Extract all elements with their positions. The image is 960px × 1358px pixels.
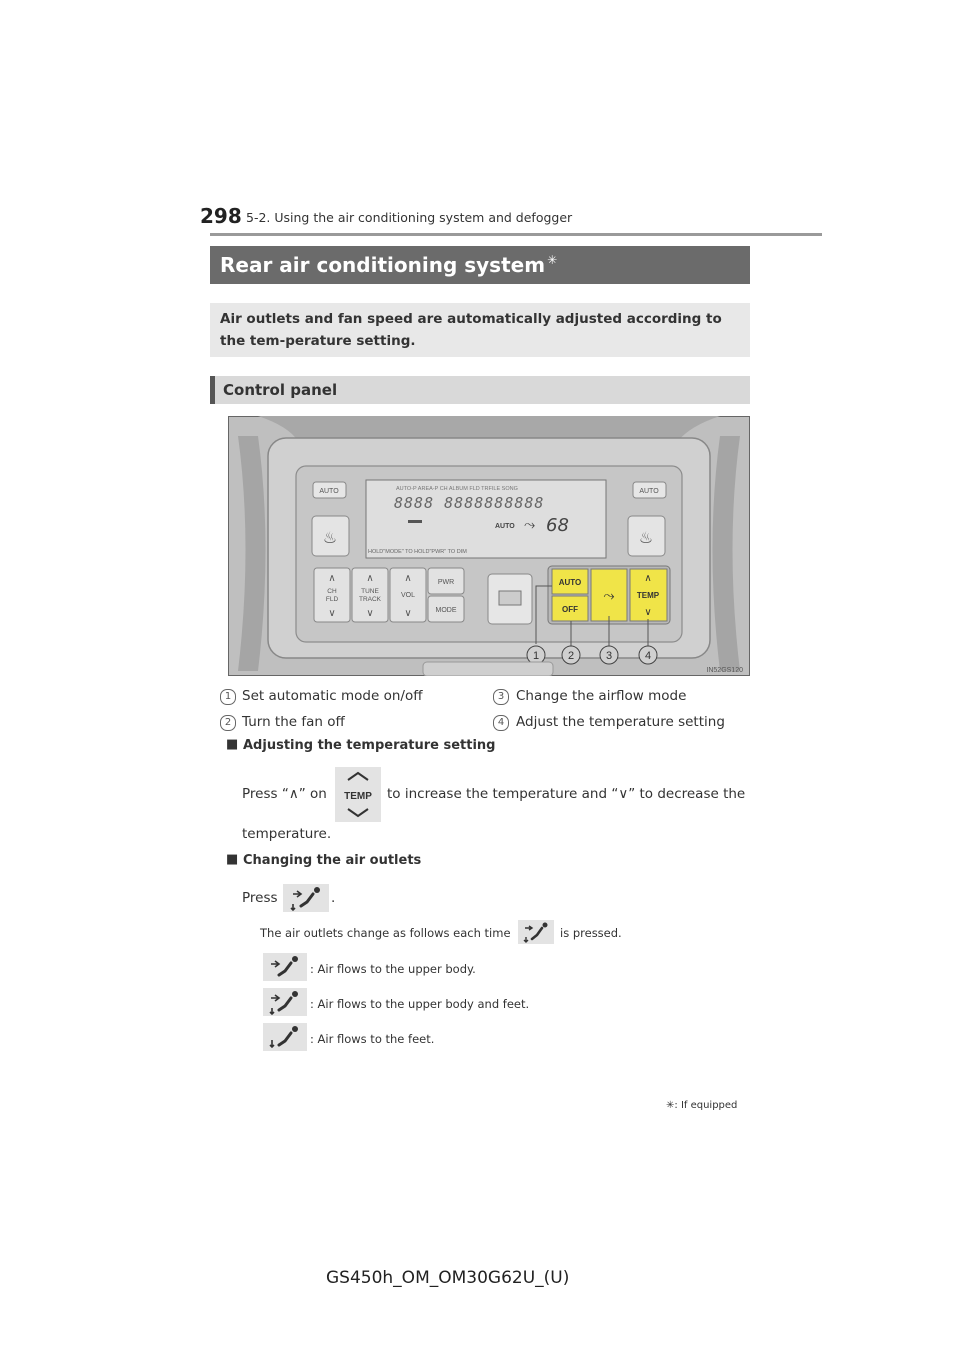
auto-button-label: AUTO xyxy=(559,578,582,587)
header-rule xyxy=(210,233,822,236)
image-code: IN52GS120 xyxy=(706,667,743,674)
right-seat-heater-glyph: ♨ xyxy=(639,528,653,547)
legend-text-1: Set automatic mode on/off xyxy=(242,688,423,704)
title-bar: Rear air conditioning system✳ xyxy=(210,246,750,284)
page-title: Rear air conditioning system✳ xyxy=(220,253,558,277)
legend-number-2: 2 xyxy=(220,715,236,731)
subheading-accent xyxy=(210,376,215,404)
temp-button-label: TEMP xyxy=(637,591,660,600)
callout-4: 4 xyxy=(645,650,651,662)
airflow-upper-and-feet-icon xyxy=(518,920,554,944)
intro-box: Air outlets and fan speed are automatica… xyxy=(210,303,750,357)
airflow-feet-icon xyxy=(263,1023,307,1051)
legend-number-1: 1 xyxy=(220,689,236,705)
callout-2: 2 xyxy=(568,650,574,662)
control-panel-illustration: AUTO-P AREA-P CH ALBUM FLD TRFILE SONG 8… xyxy=(228,416,750,676)
display-segments: 8888 8888888888 xyxy=(394,494,544,512)
left-auto-label: AUTO xyxy=(319,488,339,495)
square-bullet-icon: ■ xyxy=(226,737,239,752)
outlets-note-before: The air outlets change as follows each t… xyxy=(260,926,511,940)
ch-down-glyph: ∨ xyxy=(328,608,335,619)
tune-label: TUNE xyxy=(361,588,379,595)
ch-up-glyph: ∧ xyxy=(328,573,335,584)
mode-upper-and-feet-text: : Air flows to the upper body and feet. xyxy=(310,997,530,1011)
temp-text-after: to increase the temperature and “∨” to d… xyxy=(387,786,746,802)
mode-feet-text: : Air flows to the feet. xyxy=(310,1032,435,1046)
temp-button-icon: TEMP xyxy=(335,767,381,822)
left-seat-heater-glyph: ♨ xyxy=(323,528,337,547)
fld-label: FLD xyxy=(326,596,339,603)
tune-up-glyph: ∧ xyxy=(366,573,373,584)
mode-label: MODE xyxy=(436,607,457,614)
pwr-label: PWR xyxy=(438,579,454,586)
right-auto-label: AUTO xyxy=(639,488,659,495)
asterisk-icon: ✳ xyxy=(666,1100,675,1111)
subheading: Control panel xyxy=(223,381,338,399)
footnote: ✳: If equipped xyxy=(666,1100,738,1111)
display-temp: 68 xyxy=(546,515,569,536)
temp-down-glyph: ∨ xyxy=(644,607,651,618)
vol-down-glyph: ∨ xyxy=(404,608,411,619)
airflow-upper-body-icon xyxy=(263,953,307,981)
temp-text-end: temperature. xyxy=(242,826,332,842)
legend-text-3: Change the airflow mode xyxy=(516,688,687,704)
temp-section-title: Adjusting the temperature setting xyxy=(243,738,496,753)
section-title: 5-2. Using the air conditioning system a… xyxy=(246,210,573,225)
document-code: GS450h_OM_OM30G62U_(U) xyxy=(326,1268,570,1288)
vol-label: VOL xyxy=(401,592,415,599)
outlets-note-after: is pressed. xyxy=(560,926,622,940)
legend-text-4: Adjust the temperature setting xyxy=(516,714,725,730)
callout-3: 3 xyxy=(606,650,612,662)
square-bullet-icon: ■ xyxy=(226,852,239,867)
tune-down-glyph: ∨ xyxy=(366,608,373,619)
vol-up-glyph: ∧ xyxy=(404,573,411,584)
press-text: Press xyxy=(242,890,278,906)
temp-text-before: Press “∧” on xyxy=(242,786,327,802)
airflow-upper-and-feet-icon xyxy=(283,884,329,912)
track-label: TRACK xyxy=(359,596,382,603)
legend-number-3: 3 xyxy=(493,689,509,705)
intro-text: Air outlets and fan speed are automatica… xyxy=(220,311,722,349)
display-auto: AUTO xyxy=(495,523,515,530)
temp-up-glyph: ∧ xyxy=(644,573,651,584)
callout-1: 1 xyxy=(533,650,539,662)
display-bottom-line: HOLD"MODE" TO HOLD"PWR" TO DIM xyxy=(368,549,467,555)
ch-label: CH xyxy=(327,588,337,595)
outlets-section-title: Changing the air outlets xyxy=(243,853,422,868)
press-period: . xyxy=(331,890,336,906)
subheading-bar: Control panel xyxy=(210,376,750,404)
legend-number-4: 4 xyxy=(493,715,509,731)
display-airflow-glyph: ⤳ xyxy=(524,517,535,533)
temp-icon-label: TEMP xyxy=(344,791,372,802)
airflow-upper-and-feet-icon xyxy=(263,988,307,1016)
page-number: 298 xyxy=(200,204,242,228)
legend-text-2: Turn the fan off xyxy=(242,714,345,730)
airflow-button-glyph: ⤳ xyxy=(603,588,614,604)
asterisk-icon: ✳ xyxy=(547,253,558,267)
display-top-line: AUTO-P AREA-P CH ALBUM FLD TRFILE SONG xyxy=(396,486,518,492)
mode-upper-body-text: : Air flows to the upper body. xyxy=(310,962,476,976)
off-button-label: OFF xyxy=(562,605,578,614)
